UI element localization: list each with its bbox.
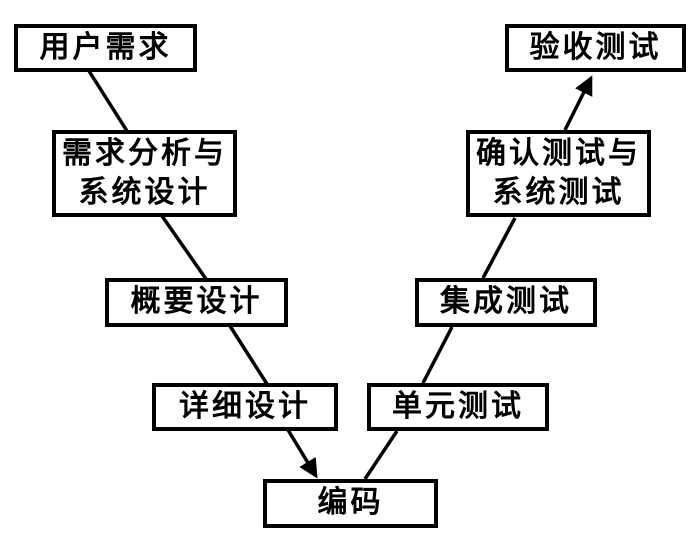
- edge-coding-to-unit-test: [363, 430, 399, 480]
- node-detailed-design: 详细设计: [152, 383, 338, 431]
- node-label-line1: 确认测试与: [476, 137, 641, 171]
- node-label-line2: 系统测试: [492, 175, 625, 209]
- edge-unit-test-to-integration-test: [421, 326, 454, 384]
- edge-integration-test-to-confirm-sys-test: [481, 217, 517, 279]
- edge-user-requirements-to-req-analysis: [87, 70, 129, 132]
- node-label: 集成测试: [440, 285, 572, 319]
- node-coding: 编码: [263, 479, 438, 528]
- node-acceptance-test: 验收测试: [505, 24, 686, 72]
- node-label: 单元测试: [392, 389, 524, 423]
- edge-confirm-sys-test-to-acceptance-test-arrow: [563, 75, 593, 131]
- node-label: 概要设计: [130, 285, 263, 319]
- node-req-analysis-sys-design: 需求分析与 系统设计: [52, 130, 237, 217]
- edge-outline-design-to-detailed-design: [228, 325, 269, 385]
- node-unit-test: 单元测试: [367, 383, 549, 431]
- node-label-line2: 系统设计: [78, 175, 211, 209]
- node-label-line1: 需求分析与: [62, 137, 227, 171]
- edge-req-analysis-to-outline-design: [160, 214, 208, 281]
- node-label: 验收测试: [529, 30, 662, 64]
- node-outline-design: 概要设计: [105, 278, 288, 327]
- node-confirm-sys-test: 确认测试与 系统测试: [466, 130, 651, 217]
- node-user-requirements: 用户需求: [14, 24, 197, 72]
- edge-detailed-design-to-coding-arrow: [286, 429, 318, 479]
- node-integration-test: 集成测试: [415, 278, 597, 327]
- node-label: 详细设计: [179, 389, 311, 423]
- node-label: 用户需求: [39, 30, 172, 64]
- node-label: 编码: [317, 486, 384, 520]
